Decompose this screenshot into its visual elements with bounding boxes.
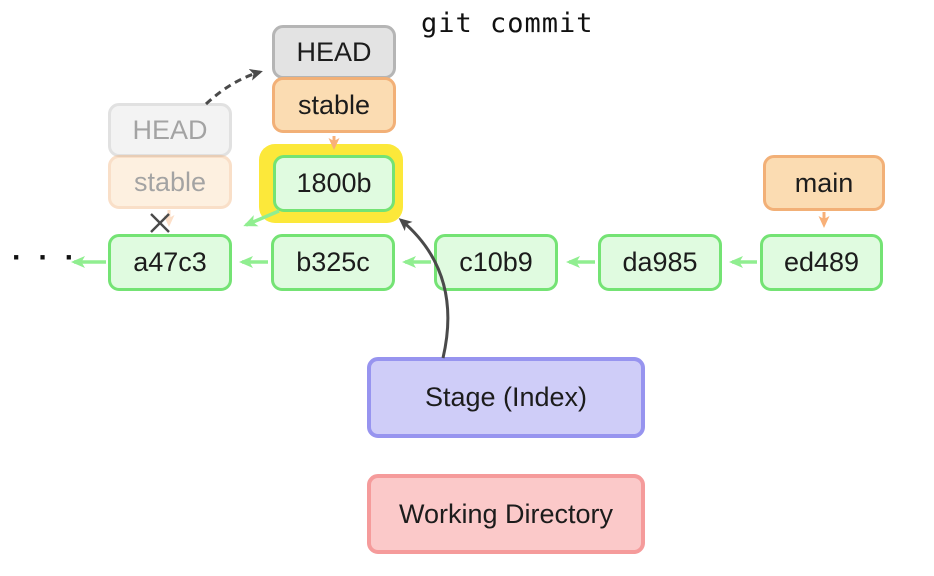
working-directory-box: Working Directory	[367, 474, 645, 554]
stage-index-box: Stage (Index)	[367, 357, 645, 438]
head-box: HEAD	[272, 25, 396, 79]
x-mark-icon	[150, 213, 170, 233]
history-ellipsis-icon: · · ·	[12, 241, 79, 274]
diagram-title: git commit	[421, 8, 594, 39]
commit-a47c3: a47c3	[108, 234, 232, 291]
commit-ed489: ed489	[760, 234, 883, 291]
commit-1800b: 1800b	[273, 155, 395, 212]
ghost-stable-box: stable	[108, 155, 232, 209]
main-branch-box: main	[763, 155, 885, 211]
commit-c10b9: c10b9	[434, 234, 558, 291]
arrow-head-moved-dashed	[204, 68, 263, 106]
ghost-head-box: HEAD	[108, 103, 232, 157]
commit-b325c: b325c	[271, 234, 395, 291]
commit-da985: da985	[598, 234, 722, 291]
stable-branch-box: stable	[272, 77, 396, 133]
